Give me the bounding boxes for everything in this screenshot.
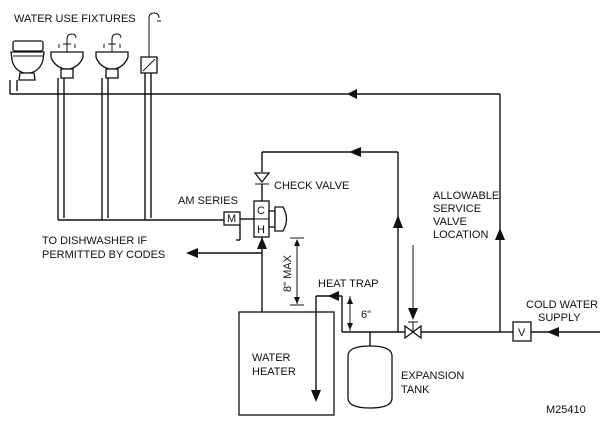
mixing-valve-icon: M C H <box>223 200 288 238</box>
cold-inflow-arrow <box>547 327 559 337</box>
am-series-label: AM SERIES <box>178 195 238 207</box>
shower-valve-icon <box>140 12 161 74</box>
six-inch-label: 6" <box>361 309 371 321</box>
toilet-icon <box>10 40 45 81</box>
cold-supply-label-1: COLD WATER <box>526 299 598 311</box>
sink-faucet-icon <box>95 33 129 79</box>
dishwasher-label-1: TO DISHWASHER IF <box>42 235 147 247</box>
water-heater-label-1: WATER <box>252 352 291 364</box>
expansion-tank-label-1: EXPANSION <box>401 370 464 382</box>
eight-max-dimension <box>290 237 304 306</box>
fixture-risers <box>9 73 240 221</box>
port-h-label: H <box>257 224 265 236</box>
water-heater <box>238 311 335 416</box>
allowable-label-4: LOCATION <box>433 229 488 241</box>
supply-valve-label: V <box>518 327 526 339</box>
water-heater-label-2: HEATER <box>252 366 296 378</box>
figure-id: M25410 <box>546 404 586 416</box>
service-valve-icon <box>404 321 422 340</box>
check-valve-loop <box>261 147 403 332</box>
allowable-label-3: VALVE <box>433 216 467 228</box>
heat-trap <box>315 291 500 333</box>
port-m-label: M <box>227 213 236 225</box>
expansion-tank-icon <box>347 332 393 409</box>
check-valve-icon <box>253 172 271 201</box>
allowable-label-1: ALLOWABLE <box>433 190 499 202</box>
allowable-label-2: SERVICE <box>433 203 481 215</box>
dishwasher-label-2: PERMITTED BY CODES <box>42 249 165 261</box>
fixtures-title: WATER USE FIXTURES <box>14 13 136 25</box>
heat-trap-label: HEAT TRAP <box>318 278 379 290</box>
port-c-label: C <box>257 205 265 217</box>
check-valve-label: CHECK VALVE <box>274 180 349 192</box>
flow-arrow-left <box>347 89 357 99</box>
eight-max-label: 8" MAX <box>282 254 294 292</box>
sink-faucet-icon <box>50 33 84 79</box>
cold-supply-label-2: SUPPLY <box>538 312 581 324</box>
expansion-tank-label-2: TANK <box>401 384 430 396</box>
six-inch-dimension <box>347 296 353 331</box>
